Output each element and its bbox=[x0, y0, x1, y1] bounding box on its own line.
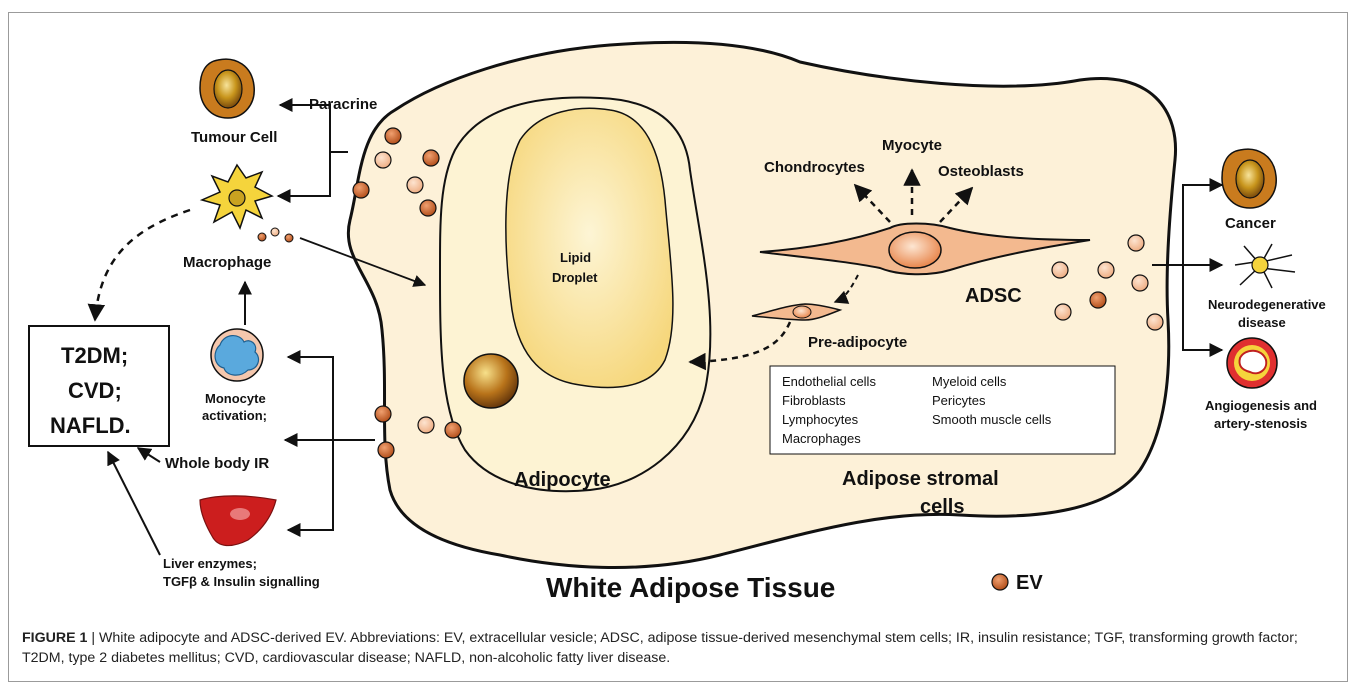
arrow-to-cancer bbox=[1183, 185, 1222, 265]
ev-vesicle bbox=[407, 177, 423, 193]
macrophage-label: Macrophage bbox=[183, 254, 271, 271]
adsc-label: ADSC bbox=[965, 285, 1022, 307]
figure-caption: FIGURE 1 | White adipocyte and ADSC-deri… bbox=[22, 628, 1342, 668]
stromal-label-line1: Adipose stromal bbox=[842, 468, 999, 490]
ev-vesicle bbox=[1128, 235, 1144, 251]
osteoblasts-label: Osteoblasts bbox=[938, 163, 1024, 180]
ev-vesicle bbox=[271, 228, 279, 236]
ev-vesicle bbox=[285, 234, 293, 242]
arrow-ev-to-liver bbox=[288, 440, 333, 530]
arrow-macrophage-to-disease bbox=[95, 210, 190, 320]
liver-icon bbox=[200, 496, 276, 546]
ev-legend-label: EV bbox=[1016, 572, 1043, 594]
diagram-canvas: Lipid Droplet Adipocyte ADSC Myocyte Cho… bbox=[0, 0, 1357, 625]
ev-vesicle bbox=[1147, 314, 1163, 330]
arrow-liver-to-disease bbox=[108, 452, 160, 555]
lipid-droplet bbox=[506, 108, 673, 387]
arrow-ev-to-monocyte bbox=[288, 357, 375, 440]
ev-vesicle bbox=[258, 233, 266, 241]
stromal-cell-item: Lymphocytes bbox=[782, 412, 859, 427]
artery-icon bbox=[1227, 338, 1277, 388]
liver-label-line1: Liver enzymes; bbox=[163, 556, 257, 571]
adipocyte-nucleus bbox=[464, 354, 518, 408]
liver-label-line2: TGFβ & Insulin signalling bbox=[163, 574, 320, 589]
ev-vesicle bbox=[418, 417, 434, 433]
arrow-to-macrophage bbox=[278, 152, 348, 196]
monocyte-label-line2: activation; bbox=[202, 408, 267, 423]
stromal-cell-item: Pericytes bbox=[932, 393, 986, 408]
ev-vesicle bbox=[1055, 304, 1071, 320]
monocyte-icon bbox=[211, 329, 263, 381]
ev-vesicle bbox=[375, 152, 391, 168]
caption-label: FIGURE 1 bbox=[22, 630, 87, 646]
caption-text: | White adipocyte and ADSC-derived EV. A… bbox=[22, 630, 1298, 666]
ev-vesicle bbox=[1090, 292, 1106, 308]
lipid-label-line2: Droplet bbox=[552, 270, 598, 285]
cancer-cell-icon bbox=[1222, 149, 1276, 208]
tumour-cell-label: Tumour Cell bbox=[191, 129, 277, 146]
ev-legend-icon bbox=[992, 574, 1008, 590]
chondrocytes-label: Chondrocytes bbox=[764, 159, 865, 176]
adipocyte-label: Adipocyte bbox=[514, 469, 611, 491]
neuro-label-line1: Neurodegenerative bbox=[1208, 297, 1326, 312]
disease-cvd: CVD; bbox=[68, 378, 122, 403]
disease-t2dm: T2DM; bbox=[61, 343, 128, 368]
ev-vesicle bbox=[1132, 275, 1148, 291]
stromal-cell-item: Endothelial cells bbox=[782, 374, 876, 389]
ev-vesicle bbox=[375, 406, 391, 422]
whole-body-ir-label: Whole body IR bbox=[165, 455, 269, 472]
arrow-ir-to-disease bbox=[138, 448, 160, 462]
angio-label-line1: Angiogenesis and bbox=[1205, 398, 1317, 413]
ev-vesicle bbox=[353, 182, 369, 198]
ev-vesicle bbox=[385, 128, 401, 144]
ev-vesicle bbox=[423, 150, 439, 166]
ev-vesicle bbox=[1098, 262, 1114, 278]
angio-label-line2: artery-stenosis bbox=[1214, 416, 1307, 431]
monocyte-label-line1: Monocyte bbox=[205, 391, 266, 406]
myocyte-label: Myocyte bbox=[882, 137, 942, 154]
ev-vesicle bbox=[1052, 262, 1068, 278]
cancer-label: Cancer bbox=[1225, 215, 1276, 232]
stromal-cell-item: Fibroblasts bbox=[782, 393, 846, 408]
neuron-icon bbox=[1235, 244, 1295, 288]
disease-nafld: NAFLD. bbox=[50, 413, 131, 438]
ev-legend: EV bbox=[992, 572, 1043, 594]
ev-vesicle bbox=[445, 422, 461, 438]
stromal-cell-item: Macrophages bbox=[782, 431, 861, 446]
diagram-title: White Adipose Tissue bbox=[546, 572, 835, 603]
ev-vesicle bbox=[378, 442, 394, 458]
pre-adipocyte-label: Pre-adipocyte bbox=[808, 334, 907, 351]
tumour-cell-icon bbox=[200, 59, 254, 118]
stromal-cell-item: Smooth muscle cells bbox=[932, 412, 1052, 427]
stromal-label-line2: cells bbox=[920, 496, 964, 518]
neuro-label-line2: disease bbox=[1238, 315, 1286, 330]
stromal-cell-item: Myeloid cells bbox=[932, 374, 1007, 389]
macrophage-icon bbox=[202, 165, 272, 228]
lipid-label-line1: Lipid bbox=[560, 250, 591, 265]
ev-vesicle bbox=[420, 200, 436, 216]
